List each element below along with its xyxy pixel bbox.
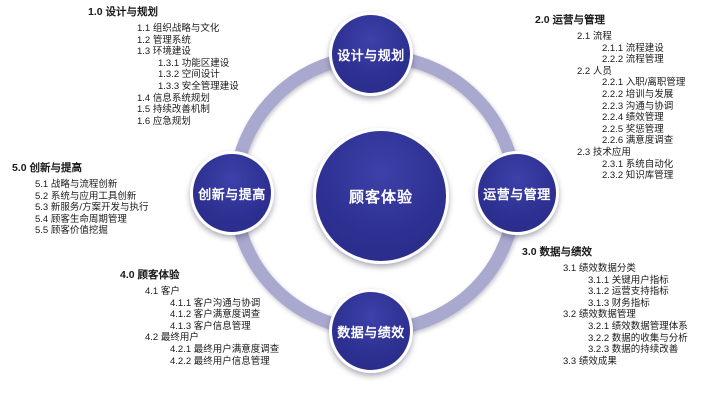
list-heading: 5.0 创新与提高 [12,162,83,174]
list-heading: 4.0 顾客体验 [120,269,180,281]
list-item: 2.3 技术应用 [577,146,631,158]
list-item: 1.3.1 功能区建设 [158,57,230,69]
node-label: 设计与规划 [337,47,405,63]
list-item: 1.3 环境建设 [137,46,191,58]
list-item: 3.3 绩效成果 [563,355,617,367]
list-item: 1.3.3 安全管理建设 [158,80,239,92]
list-item: 5.4 顾客生命周期管理 [35,213,127,225]
list-item: 3.2 绩效数据管理 [563,309,636,321]
list-item: 1.5 持续改善机制 [137,104,210,116]
list-item: 3.2.3 数据的持续改善 [588,344,679,356]
list-item: 4.2 最终用户 [145,332,199,344]
node-innovation-improvement: 创新与提高 [190,151,274,235]
list-item: 3.1 绩效数据分类 [563,263,636,274]
list-item: 3.1.2 运营支持指标 [588,286,669,298]
list-item: 2.1 流程 [577,31,612,42]
list-item: 5.5 顾客价值挖掘 [35,225,108,237]
list-item: 4.1.2 客户满意度调查 [170,309,261,321]
list-heading: 1.0 设计与规划 [88,6,159,18]
list-item: 2.2 人员 [577,65,612,77]
list-item: 3.2.1 绩效数据管理体系 [588,320,688,332]
list-item: 2.1.1 流程建设 [602,42,664,54]
node-label: 创新与提高 [198,186,266,202]
list-heading: 2.0 运营与管理 [535,14,606,26]
list-item: 4.2.2 最终用户信息管理 [170,355,270,367]
node-data-performance: 数据与绩效 [329,289,413,373]
list-item: 5.1 战略与流程创新 [35,179,118,190]
list-item: 4.1.1 客户沟通与协调 [170,297,261,309]
node-label: 数据与绩效 [337,324,405,340]
list-item: 2.2.3 沟通与协调 [602,100,674,112]
list-item: 1.6 应急规划 [137,115,191,127]
list-item: 3.1.1 关键用户指标 [588,274,669,286]
list-item: 3.1.3 财务指标 [588,297,650,309]
list-item: 1.3.2 空间设计 [158,69,220,81]
list-item: 5.3 新服务/方案开发与执行 [35,202,149,214]
list-item: 5.2 系统与应用工具创新 [35,190,137,202]
list-item: 1.4 信息系统规划 [137,92,210,104]
list-item: 2.2.6 满意度调查 [602,135,674,147]
node-design-planning: 设计与规划 [329,12,413,96]
list-item: 2.3.1 系统自动化 [602,158,674,170]
list-item: 4.1 客户 [145,286,180,297]
list-item: 2.2.1 入职/离职管理 [602,77,686,89]
list-item: 2.2.2 培训与发展 [602,88,674,100]
list-item: 4.1.3 客户信息管理 [170,320,251,332]
node-customer-experience-center: 顾客体验 [313,128,449,264]
list-item: 2.2.4 绩效管理 [602,112,664,124]
node-label: 顾客体验 [348,188,413,206]
list-item: 1.2 管理系统 [137,34,191,46]
list-heading: 3.0 数据与绩效 [522,246,593,258]
list-item: 2.2.5 奖惩管理 [602,123,664,135]
list-item: 1.1 组织战略与文化 [137,23,220,34]
list-item: 2.3.2 知识库管理 [602,170,674,182]
node-operations-management: 运营与管理 [475,151,559,235]
list-item: 4.2.1 最终用户满意度调查 [170,343,280,355]
node-label: 运营与管理 [483,186,551,202]
list-item: 2.2.2 流程管理 [602,54,664,66]
list-item: 3.2.2 数据的收集与分析 [588,332,688,344]
